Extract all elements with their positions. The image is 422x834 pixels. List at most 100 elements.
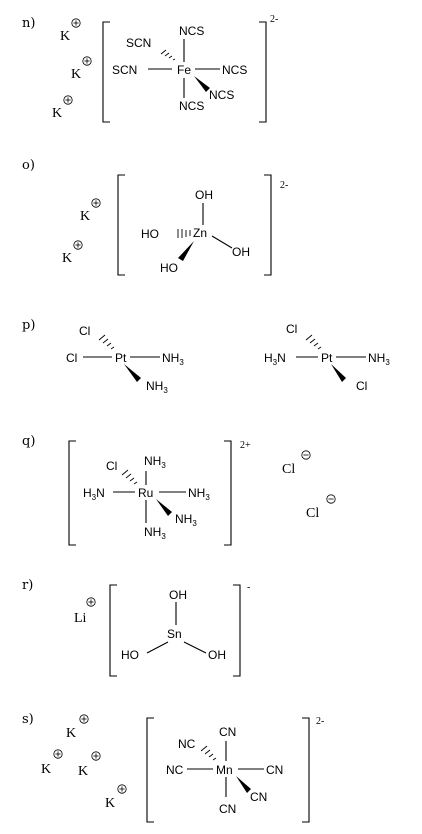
hashed-bond xyxy=(98,334,115,350)
right-bracket xyxy=(259,21,267,123)
svg-text:NH3​: NH3​ xyxy=(144,454,166,470)
panel-o: o) K K 2- Zn OH HO OH HO xyxy=(22,158,288,276)
ligand-ncs: NCS xyxy=(222,63,247,77)
wedge-bond xyxy=(331,364,346,382)
panel-label-s: s) xyxy=(22,712,34,727)
svg-text:Li: Li xyxy=(74,611,87,626)
ligand-nh3: NH3​ xyxy=(144,454,166,470)
hashed-bond xyxy=(177,229,191,238)
ligand-cl: Cl xyxy=(79,324,90,338)
ligand-cl: Cl xyxy=(106,459,117,473)
center-atom-pt: Pt xyxy=(115,351,127,365)
bond-left-down xyxy=(146,641,169,654)
ligand-cl: Cl xyxy=(356,379,367,393)
complex-charge: 2+ xyxy=(240,440,251,451)
svg-text:Cl: Cl xyxy=(306,506,319,521)
ligand-h3n: H3​N xyxy=(264,351,286,367)
complex-charge: - xyxy=(247,582,250,593)
ligand-scn: SCN xyxy=(126,36,151,50)
ligand-ho: HO xyxy=(121,648,139,662)
svg-text:Cl: Cl xyxy=(282,462,295,477)
panel-label-n: n) xyxy=(22,16,35,31)
center-atom-ru: Ru xyxy=(138,486,153,500)
anion-cl: Cl xyxy=(282,450,311,477)
ligand-cn: CN xyxy=(219,725,236,739)
center-atom-zn: Zn xyxy=(193,226,207,240)
ligand-nh3: NH3​ xyxy=(368,351,390,367)
pt-complex-2: Pt Cl H3​N NH3​ Cl xyxy=(264,322,390,393)
cation-k: K xyxy=(105,784,127,811)
left-bracket xyxy=(146,717,154,823)
wedge-bond xyxy=(156,499,172,516)
complex-charge: 2- xyxy=(280,180,288,191)
hashed-bond xyxy=(200,745,217,761)
cation-k: K xyxy=(80,198,101,224)
complex-charge: 2- xyxy=(316,716,324,727)
ligand-oh: OH xyxy=(195,188,213,202)
cation-k: K xyxy=(62,240,83,266)
left-bracket xyxy=(102,21,110,123)
center-atom-mn: Mn xyxy=(216,763,233,777)
ligand-nh3: NH3​ xyxy=(188,486,210,502)
ligand-ncs: NCS xyxy=(179,24,204,38)
panel-label-q: q) xyxy=(22,434,35,449)
panel-p: p) Pt Cl Cl NH3​ NH3​ Pt Cl H3​N xyxy=(22,318,390,395)
svg-text:K: K xyxy=(71,67,81,82)
svg-text:K: K xyxy=(78,764,88,779)
svg-text:K: K xyxy=(62,251,72,266)
left-bracket xyxy=(109,584,117,677)
wedge-bond xyxy=(178,241,194,261)
ligand-cn: CN xyxy=(250,790,267,804)
svg-text:NH3​: NH3​ xyxy=(144,525,166,541)
svg-text:H3​N: H3​N xyxy=(83,486,105,502)
svg-text:K: K xyxy=(41,762,51,777)
hashed-bond xyxy=(121,469,138,485)
svg-text:K: K xyxy=(66,726,76,741)
ligand-cn: CN xyxy=(219,802,236,816)
ligand-h3n: H3​N xyxy=(83,486,105,502)
hashed-bond xyxy=(160,49,176,61)
ligand-cn: CN xyxy=(266,763,283,777)
ligand-nh3: NH3​ xyxy=(162,351,184,367)
svg-text:K: K xyxy=(60,29,70,44)
ligand-oh: OH xyxy=(232,245,250,259)
right-bracket xyxy=(264,174,272,276)
cation-k: K xyxy=(78,751,101,779)
panel-q: q) 2+ Ru NH3​ Cl H3​N NH3​ NH3​ NH3​ Cl … xyxy=(22,434,336,546)
panel-r: r) Li - Sn OH HO OH xyxy=(22,578,250,677)
pt-complex-1: Pt Cl Cl NH3​ NH3​ xyxy=(66,324,184,395)
ligand-ncs: NCS xyxy=(179,99,204,113)
right-bracket xyxy=(224,440,232,546)
ligand-cl: Cl xyxy=(66,351,77,365)
cation-k: K xyxy=(66,714,89,741)
ligand-ho: HO xyxy=(160,261,178,275)
cation-k: K xyxy=(52,95,73,121)
panel-label-r: r) xyxy=(22,578,33,593)
ligand-oh: OH xyxy=(208,648,226,662)
ligand-nh3: NH3​ xyxy=(144,525,166,541)
ligand-nc: NC xyxy=(166,763,184,777)
ligand-cl: Cl xyxy=(286,322,297,336)
ligand-oh: OH xyxy=(169,588,187,602)
svg-text:K: K xyxy=(105,796,115,811)
wedge-bond xyxy=(194,76,210,92)
cation-k: K xyxy=(60,18,81,44)
center-atom-sn: Sn xyxy=(167,627,182,641)
wedge-bond xyxy=(236,776,251,793)
panel-s: s) K K K K 2- Mn CN NC NC CN CN CN xyxy=(22,712,324,823)
right-bracket xyxy=(233,584,241,677)
complex-charge: 2- xyxy=(270,14,278,25)
ligand-scn: SCN xyxy=(112,63,137,77)
svg-text:NH3​: NH3​ xyxy=(162,351,184,367)
svg-text:NH3​: NH3​ xyxy=(368,351,390,367)
panel-label-p: p) xyxy=(22,318,35,333)
center-atom-pt: Pt xyxy=(321,351,333,365)
svg-text:H3​N: H3​N xyxy=(264,351,286,367)
cation-k: K xyxy=(41,749,63,777)
panel-n: n) K K K 2- Fe NCS SCN SCN NCS NCS NCS xyxy=(22,14,278,123)
svg-text:NH3​: NH3​ xyxy=(146,379,168,395)
anion-cl: Cl xyxy=(306,494,336,521)
ligand-ho: HO xyxy=(141,227,159,241)
ligand-nh3: NH3​ xyxy=(175,512,197,528)
